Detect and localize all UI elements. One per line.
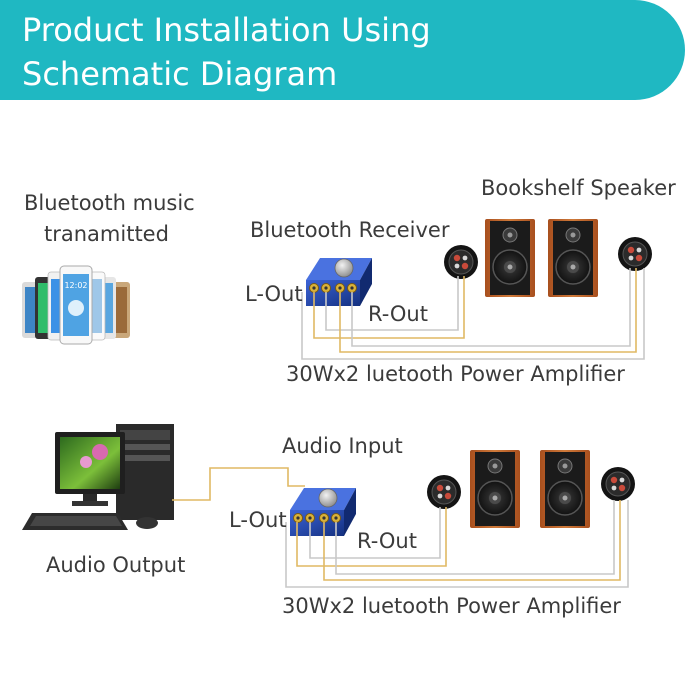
- bottom-right-out-label: R-Out: [357, 529, 417, 553]
- top-right-out-label: R-Out: [368, 302, 428, 326]
- speaker-label: Bookshelf Speaker: [481, 176, 676, 200]
- bottom-left-out-label: L-Out: [229, 508, 287, 532]
- source-label-line2: tranamitted: [44, 222, 169, 246]
- bottom-amplifier-label: 30Wx2 luetooth Power Amplifier: [282, 594, 621, 618]
- top-terminal-left: [443, 244, 479, 280]
- top-wiring: [301, 268, 645, 360]
- svg-text:12:02: 12:02: [64, 281, 87, 290]
- top-amplifier: [305, 257, 373, 307]
- bottom-amplifier: [289, 487, 357, 537]
- bottom-wiring: [172, 467, 629, 588]
- bottom-speaker-right: [539, 449, 591, 529]
- top-terminal-right: [617, 236, 653, 272]
- phone-group: 12:02: [22, 265, 130, 345]
- page-title-line1: Product Installation Using: [22, 11, 431, 49]
- receiver-label: Bluetooth Receiver: [250, 218, 450, 242]
- bottom-speaker-left: [469, 449, 521, 529]
- desktop-computer: [22, 424, 174, 530]
- audio-input-label: Audio Input: [282, 434, 403, 458]
- top-left-out-label: L-Out: [245, 282, 303, 306]
- bottom-terminal-left: [426, 474, 462, 510]
- top-speaker-left: [484, 218, 536, 298]
- bottom-terminal-right: [600, 466, 636, 502]
- source-label-line1: Bluetooth music: [24, 191, 195, 215]
- top-amplifier-label: 30Wx2 luetooth Power Amplifier: [286, 362, 625, 386]
- page-title-line2: Schematic Diagram: [22, 55, 338, 93]
- header-banner: [0, 0, 685, 100]
- top-speaker-right: [547, 218, 599, 298]
- audio-output-label: Audio Output: [46, 553, 186, 577]
